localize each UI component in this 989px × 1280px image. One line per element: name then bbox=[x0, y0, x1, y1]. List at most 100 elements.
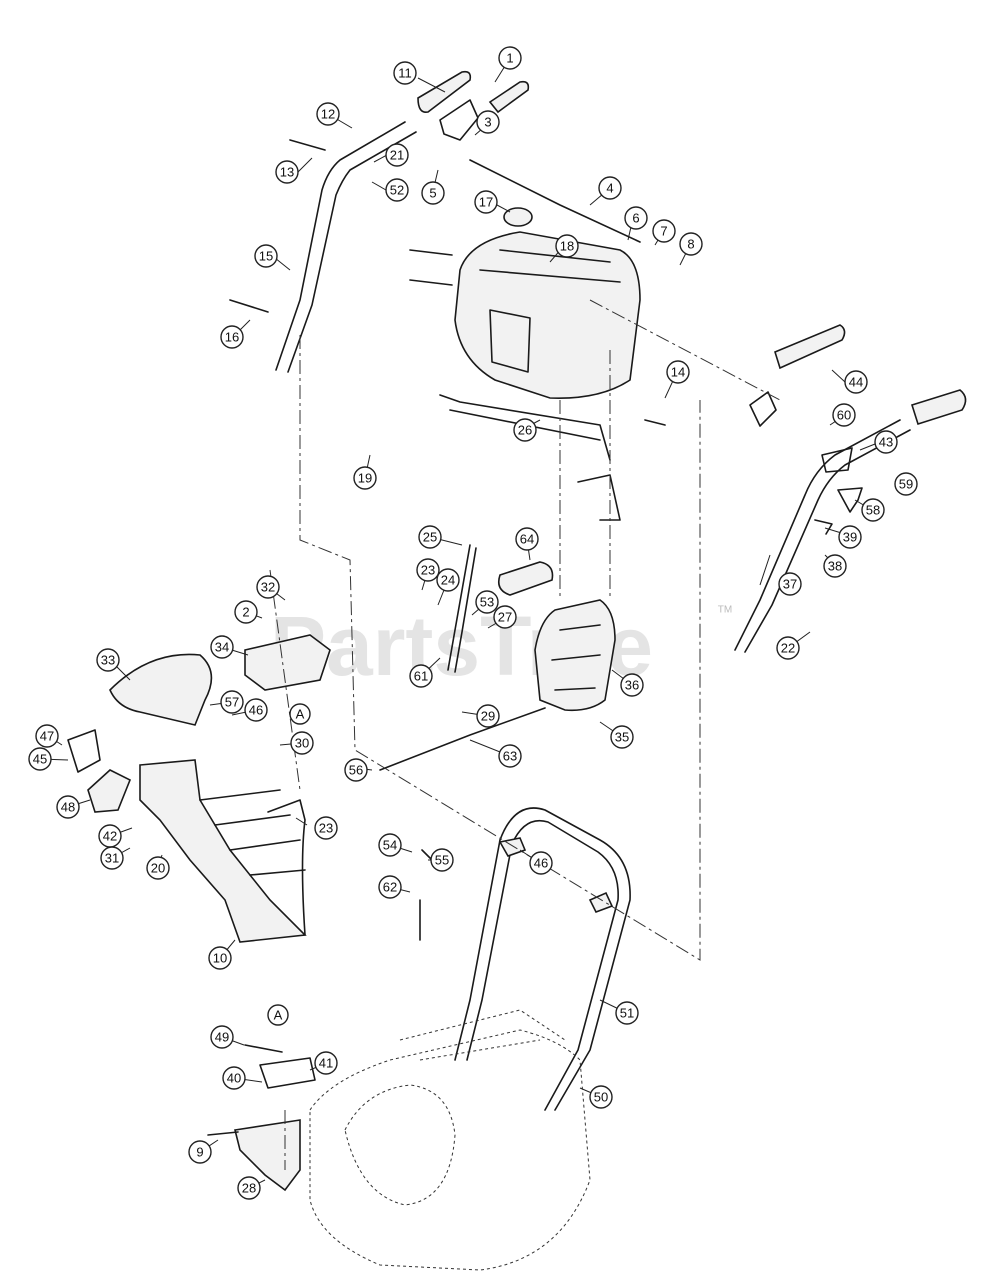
callout-label: 60 bbox=[837, 408, 851, 423]
callout-22[interactable]: 22 bbox=[776, 636, 800, 660]
callout-31[interactable]: 31 bbox=[100, 846, 124, 870]
callout-39[interactable]: 39 bbox=[838, 525, 862, 549]
callout-48[interactable]: 48 bbox=[56, 795, 80, 819]
callout-label: 47 bbox=[40, 729, 54, 744]
callout-38[interactable]: 38 bbox=[823, 554, 847, 578]
callout-14[interactable]: 14 bbox=[666, 360, 690, 384]
callout-23b[interactable]: 23 bbox=[314, 816, 338, 840]
callout-45[interactable]: 45 bbox=[28, 747, 52, 771]
callout-21[interactable]: 21 bbox=[385, 143, 409, 167]
callout-label: 18 bbox=[560, 239, 574, 254]
callout-18[interactable]: 18 bbox=[555, 234, 579, 258]
callout-34[interactable]: 34 bbox=[210, 635, 234, 659]
callout-label: 30 bbox=[295, 736, 309, 751]
callout-50[interactable]: 50 bbox=[589, 1085, 613, 1109]
chute-ribs bbox=[199, 789, 306, 876]
callout-59[interactable]: 59 bbox=[894, 472, 918, 496]
auger-housing-phantom bbox=[309, 1029, 591, 1271]
callout-13[interactable]: 13 bbox=[275, 160, 299, 184]
callout-1[interactable]: 1 bbox=[498, 46, 522, 70]
callout-57[interactable]: 57 bbox=[220, 690, 244, 714]
callout-32[interactable]: 32 bbox=[256, 575, 280, 599]
callout-63[interactable]: 63 bbox=[498, 744, 522, 768]
callout-24[interactable]: 24 bbox=[436, 568, 460, 592]
callout-label: 21 bbox=[390, 148, 404, 163]
callout-12[interactable]: 12 bbox=[316, 102, 340, 126]
callout-7[interactable]: 7 bbox=[652, 219, 676, 243]
callout-label: 11 bbox=[398, 66, 412, 81]
callout-20[interactable]: 20 bbox=[146, 856, 170, 880]
callout-label: 52 bbox=[390, 183, 404, 198]
callout-23[interactable]: 23 bbox=[416, 558, 440, 582]
callout-label: 13 bbox=[280, 165, 294, 180]
callout-46b[interactable]: 46 bbox=[529, 851, 553, 875]
callout-49[interactable]: 49 bbox=[210, 1025, 234, 1049]
callout-19[interactable]: 19 bbox=[353, 466, 377, 490]
callout-2[interactable]: 2 bbox=[234, 600, 258, 624]
callout-41[interactable]: 41 bbox=[314, 1051, 338, 1075]
bolt-lower bbox=[207, 849, 433, 1136]
left-handle-grip bbox=[774, 324, 846, 370]
callout-35[interactable]: 35 bbox=[610, 725, 634, 749]
callout-3[interactable]: 3 bbox=[476, 110, 500, 134]
callout-27[interactable]: 27 bbox=[493, 605, 517, 629]
callout-62[interactable]: 62 bbox=[378, 875, 402, 899]
callout-11[interactable]: 11 bbox=[393, 61, 417, 85]
callout-4[interactable]: 4 bbox=[598, 176, 622, 200]
callout-label: 49 bbox=[215, 1030, 229, 1045]
callout-30[interactable]: 30 bbox=[290, 731, 314, 755]
callout-60[interactable]: 60 bbox=[832, 403, 856, 427]
callout-56[interactable]: 56 bbox=[344, 758, 368, 782]
callout-47[interactable]: 47 bbox=[35, 724, 59, 748]
callout-label: 31 bbox=[105, 851, 119, 866]
callout-46[interactable]: 46 bbox=[244, 698, 268, 722]
callout-label: 54 bbox=[383, 838, 397, 853]
callout-51[interactable]: 51 bbox=[615, 1001, 639, 1025]
callout-16[interactable]: 16 bbox=[220, 325, 244, 349]
callout-label: 53 bbox=[480, 595, 494, 610]
handle-bracket bbox=[821, 447, 853, 473]
chute-flange bbox=[267, 799, 306, 936]
callout-52[interactable]: 52 bbox=[385, 178, 409, 202]
spring-link bbox=[814, 519, 833, 535]
knob-lower-right bbox=[588, 891, 614, 914]
callout-10[interactable]: 10 bbox=[208, 946, 232, 970]
callout-54[interactable]: 54 bbox=[378, 833, 402, 857]
callout-53[interactable]: 53 bbox=[475, 590, 499, 614]
trigger bbox=[837, 487, 863, 513]
callout-label: 15 bbox=[259, 249, 273, 264]
callout-42[interactable]: 42 bbox=[98, 824, 122, 848]
callout-25[interactable]: 25 bbox=[418, 525, 442, 549]
callout-28[interactable]: 28 bbox=[237, 1176, 261, 1200]
chute-tilt-cover bbox=[244, 634, 331, 691]
callout-8[interactable]: 8 bbox=[679, 232, 703, 256]
callout-64[interactable]: 64 bbox=[515, 527, 539, 551]
upper-left-handle bbox=[275, 121, 417, 373]
callout-40[interactable]: 40 bbox=[222, 1066, 246, 1090]
watermark-trademark: TM bbox=[718, 605, 732, 616]
callout-17[interactable]: 17 bbox=[474, 190, 498, 214]
callout-label: 25 bbox=[423, 530, 437, 545]
callout-29[interactable]: 29 bbox=[476, 704, 500, 728]
callout-label: 64 bbox=[520, 532, 534, 547]
shift-rod-bracket bbox=[439, 394, 621, 521]
callout-label: 40 bbox=[227, 1071, 241, 1086]
callout-9[interactable]: 9 bbox=[188, 1140, 212, 1164]
callout-6[interactable]: 6 bbox=[624, 206, 648, 230]
callout-15[interactable]: 15 bbox=[254, 244, 278, 268]
callout-5[interactable]: 5 bbox=[421, 181, 445, 205]
knob-lower bbox=[498, 837, 527, 857]
callout-55[interactable]: 55 bbox=[430, 848, 454, 872]
callout-26[interactable]: 26 bbox=[513, 418, 537, 442]
control-cable bbox=[469, 159, 641, 243]
callout-33[interactable]: 33 bbox=[96, 648, 120, 672]
callout-label: 36 bbox=[625, 678, 639, 693]
callout-43[interactable]: 43 bbox=[874, 430, 898, 454]
callout-label: 26 bbox=[518, 423, 532, 438]
callout-44[interactable]: 44 bbox=[844, 370, 868, 394]
callout-label: 55 bbox=[435, 853, 449, 868]
callout-61[interactable]: 61 bbox=[409, 664, 433, 688]
callout-36[interactable]: 36 bbox=[620, 673, 644, 697]
callout-58[interactable]: 58 bbox=[861, 498, 885, 522]
callout-37[interactable]: 37 bbox=[778, 572, 802, 596]
